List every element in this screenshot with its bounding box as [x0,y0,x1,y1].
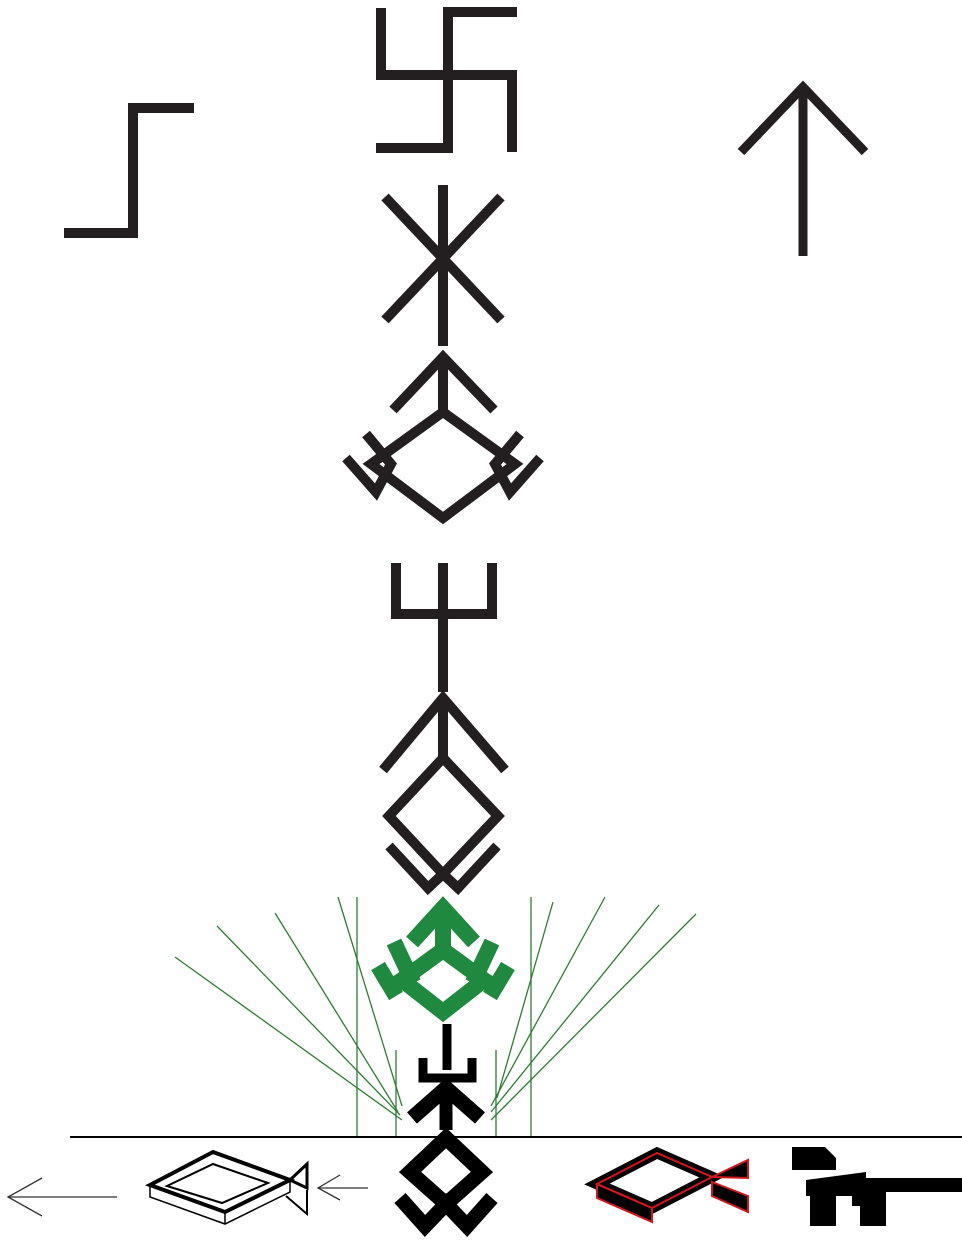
background [0,0,962,1253]
symbol-diagram [0,0,962,1253]
